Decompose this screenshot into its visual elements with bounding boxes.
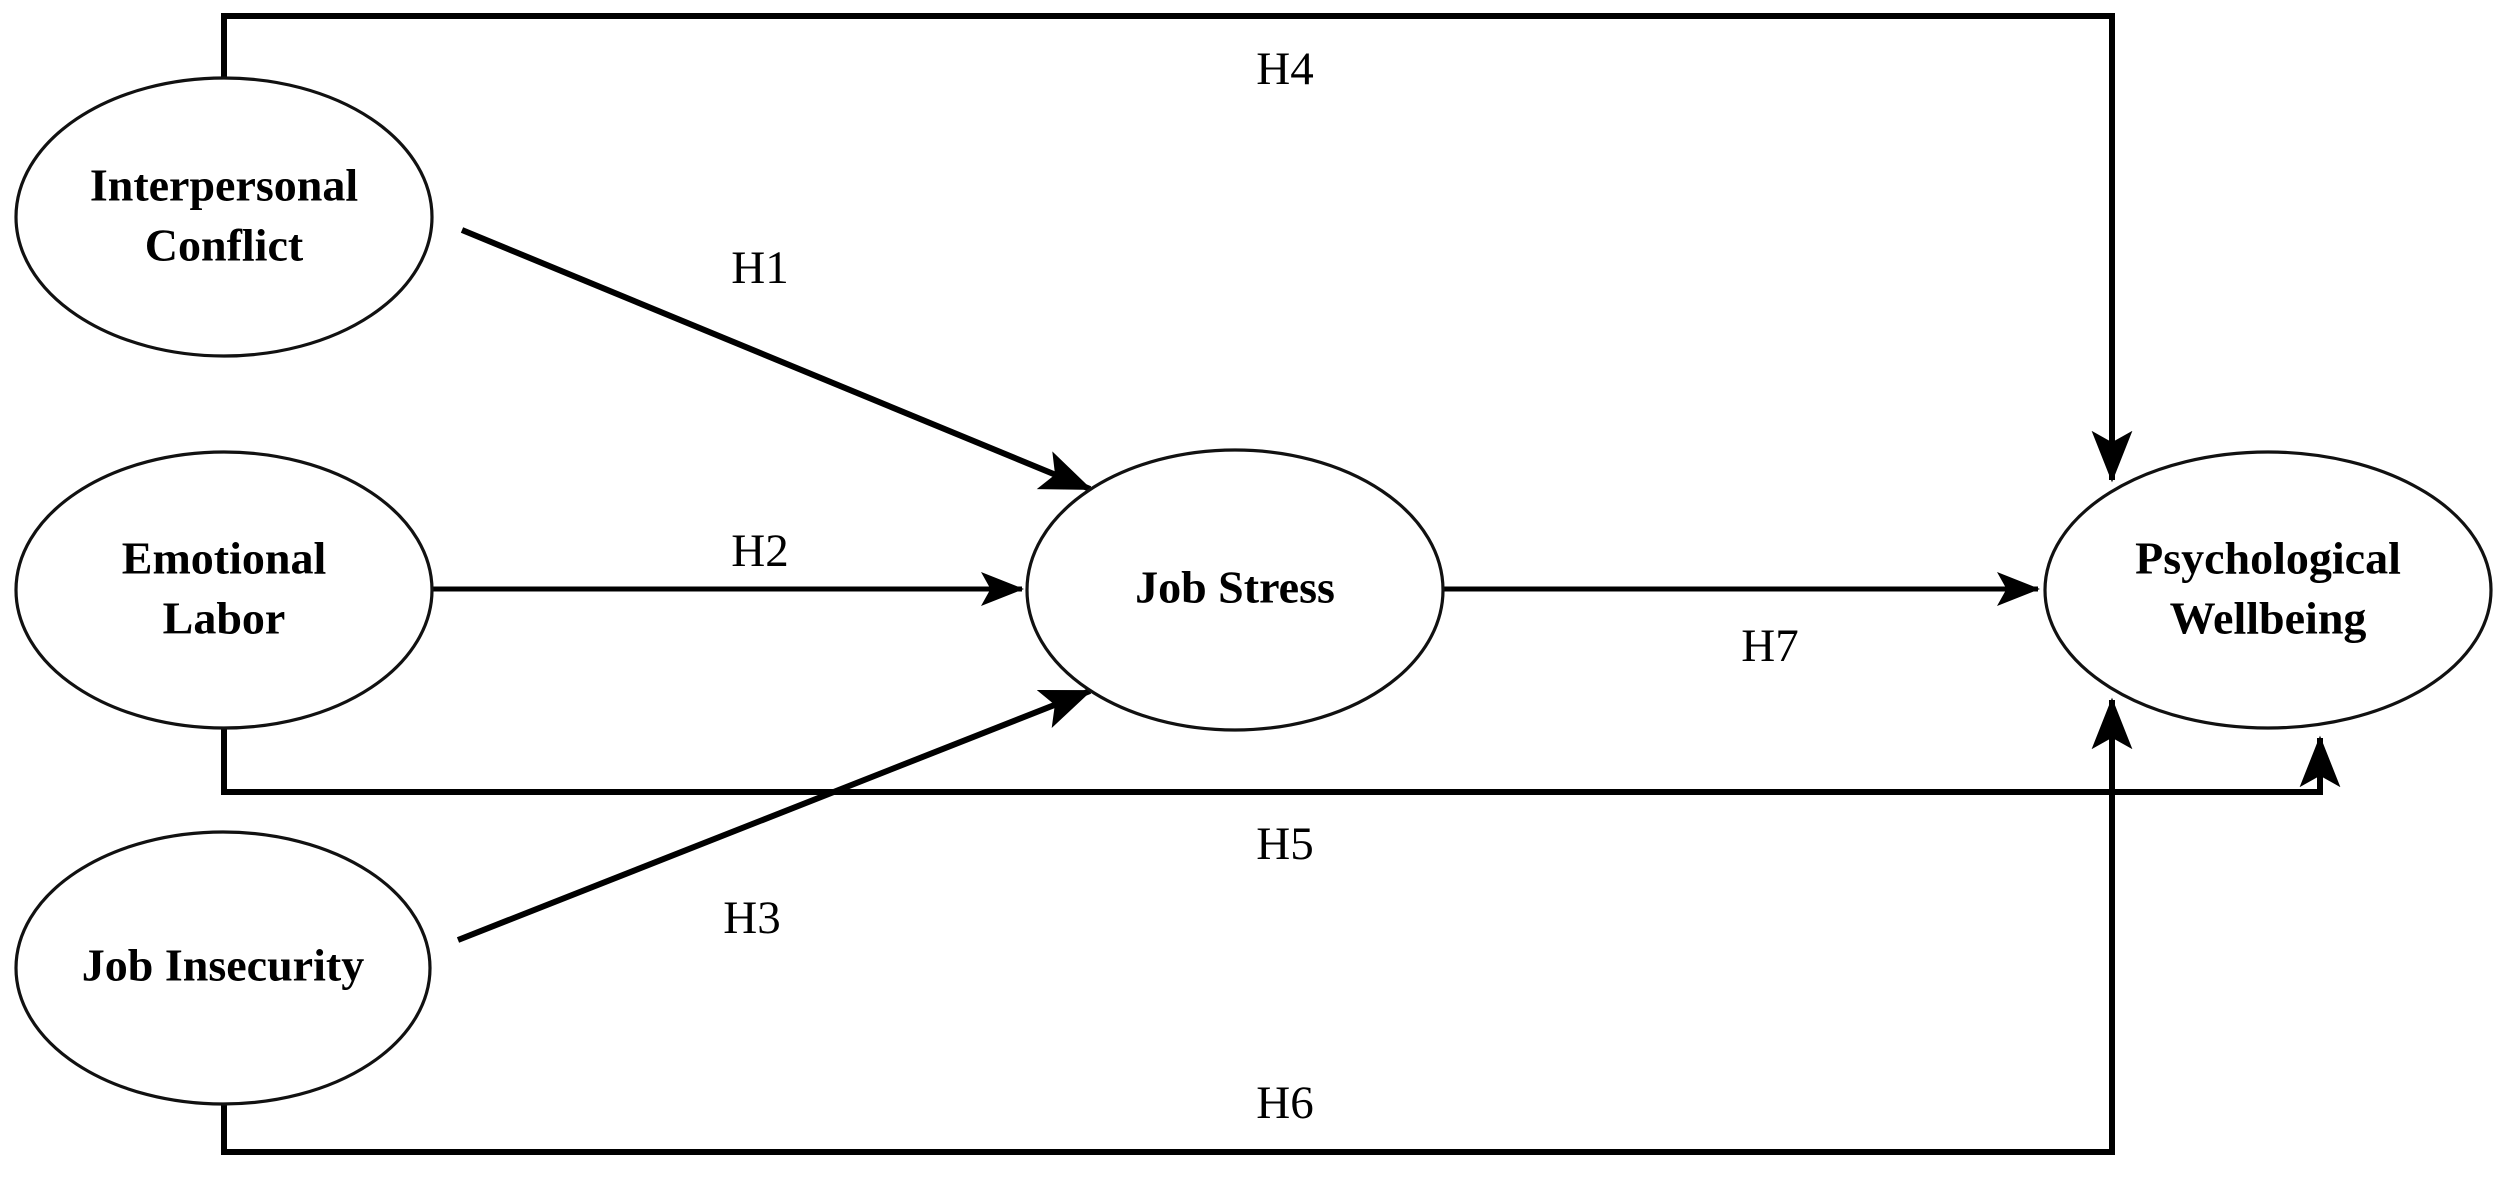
h3-connector xyxy=(456,688,1093,943)
path-h3: H3 xyxy=(456,688,1093,944)
ellipse-psychological-wellbeing[interactable] xyxy=(2043,450,2493,730)
hypothesis-label-h5: H5 xyxy=(1256,818,1313,870)
path-h6: H6 xyxy=(221,697,2133,1155)
ellipse-job-stress[interactable] xyxy=(1025,448,1445,732)
node-interpersonal-conflict[interactable]: Interpersonal Conflict xyxy=(14,76,434,358)
h4-connector xyxy=(221,13,2133,483)
hypothesis-label-h6: H6 xyxy=(1256,1077,1313,1129)
path-h1: H1 xyxy=(460,227,1093,492)
hypothesis-label-h7: H7 xyxy=(1741,620,1798,672)
h1-connector xyxy=(460,227,1093,492)
path-h7: H7 xyxy=(1443,572,2041,672)
node-label-interpersonal-conflict-line1: Interpersonal xyxy=(90,160,358,211)
hypothesis-label-h3: H3 xyxy=(723,892,780,944)
node-label-emotional-labor-line2: Labor xyxy=(163,593,286,644)
node-psychological-wellbeing[interactable]: Psychological Wellbeing xyxy=(2043,450,2493,730)
ellipse-job-insecurity[interactable] xyxy=(14,830,432,1106)
node-label-psychological-wellbeing-line1: Psychological xyxy=(2135,533,2401,584)
hypothesis-label-h2: H2 xyxy=(731,525,788,577)
hypothesis-label-h4: H4 xyxy=(1256,43,1313,95)
node-label-emotional-labor-line1: Emotional xyxy=(122,533,326,584)
h5-connector xyxy=(221,728,2341,795)
h6-connector xyxy=(221,697,2133,1155)
node-label-psychological-wellbeing-line2: Wellbeing xyxy=(2170,593,2367,644)
ellipse-emotional-labor[interactable] xyxy=(14,450,434,730)
node-job-insecurity[interactable]: Job Insecurity xyxy=(14,830,432,1106)
node-label-job-insecurity-line1: Job Insecurity xyxy=(82,940,364,991)
path-h5: H5 xyxy=(221,728,2341,870)
node-label-interpersonal-conflict-line2: Conflict xyxy=(145,220,304,271)
node-emotional-labor[interactable]: Emotional Labor xyxy=(14,450,434,730)
path-h4: H4 xyxy=(221,13,2133,483)
node-job-stress[interactable]: Job Stress xyxy=(1025,448,1445,732)
path-h2: H2 xyxy=(432,525,1025,606)
node-label-job-stress-line1: Job Stress xyxy=(1135,562,1335,613)
hypothesis-label-h1: H1 xyxy=(731,242,788,294)
ellipse-interpersonal-conflict[interactable] xyxy=(14,76,434,358)
